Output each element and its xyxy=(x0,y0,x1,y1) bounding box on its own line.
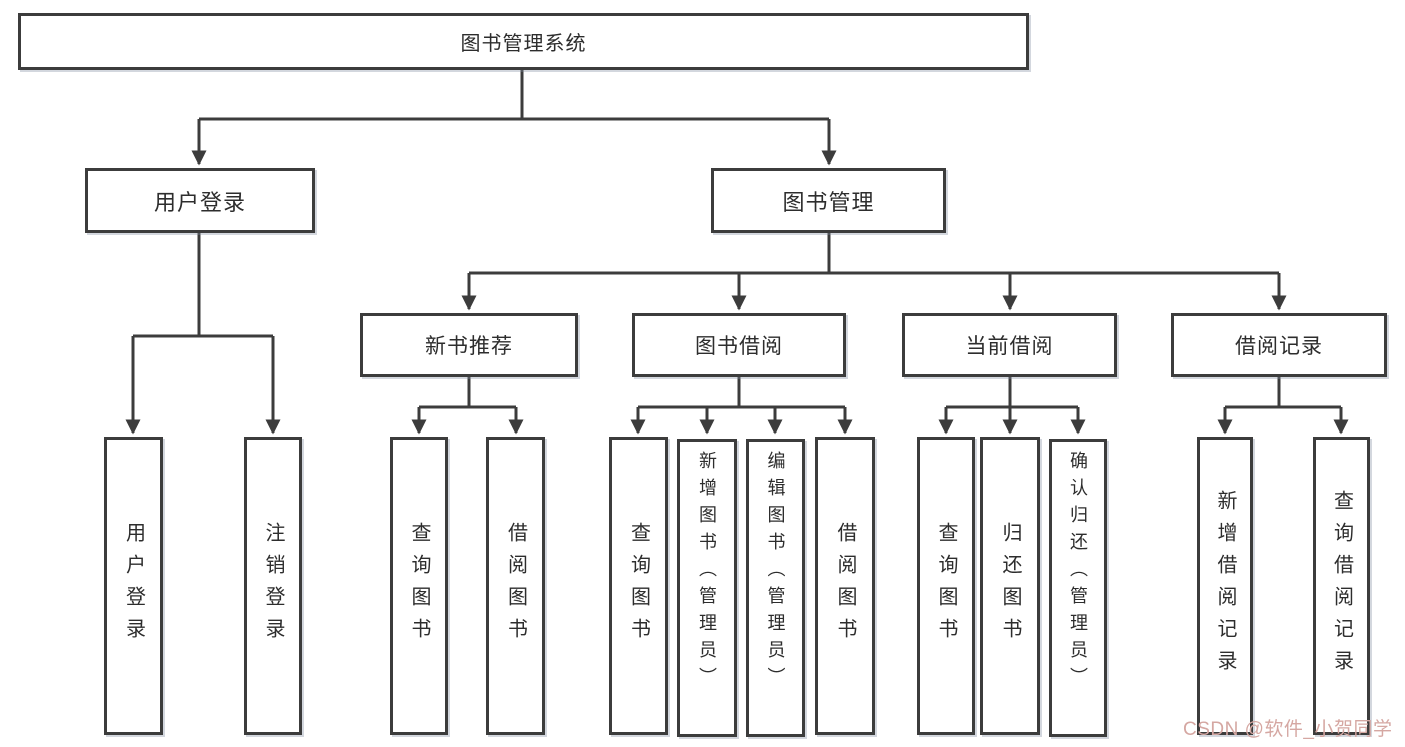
leaf-logout-label: 注销登录 xyxy=(262,522,284,650)
node-user-login-label: 用户登录 xyxy=(153,189,246,215)
connector-new-book xyxy=(411,377,524,435)
node-new-book-recommend: 新书推荐 xyxy=(360,313,578,377)
node-current-borrowing-label: 当前借阅 xyxy=(965,335,1054,358)
leaf-user-login-label: 用户登录 xyxy=(122,522,145,650)
leaf-newbook-borrow-books: 借阅图书 xyxy=(486,437,545,735)
leaf-record-query-borrow-record-label: 查询借阅记录 xyxy=(1330,490,1353,682)
connector-current-borrow xyxy=(938,377,1086,435)
connector-user-login xyxy=(125,233,281,435)
node-book-management: 图书管理 xyxy=(711,168,946,233)
leaf-newbook-query-books-label: 查询图书 xyxy=(408,522,430,650)
leaf-logout: 注销登录 xyxy=(244,437,302,735)
leaf-borrowing-edit-books-admin: 编辑图书（管理员） xyxy=(746,439,805,737)
leaf-current-return-books-label: 归还图书 xyxy=(999,522,1021,650)
leaf-current-confirm-return-admin: 确认归还（管理员） xyxy=(1049,439,1107,737)
leaf-current-query-books: 查询图书 xyxy=(917,437,975,735)
leaf-borrowing-query-books-label: 查询图书 xyxy=(627,522,650,650)
csdn-watermark: CSDN @软件_小贺同学 xyxy=(1183,719,1393,740)
leaf-record-add-borrow-record-label: 新增借阅记录 xyxy=(1214,490,1236,682)
node-user-login: 用户登录 xyxy=(85,168,315,233)
leaf-borrowing-query-books: 查询图书 xyxy=(609,437,668,735)
leaf-borrowing-add-books-admin-label: 新增图书（管理员） xyxy=(697,451,717,694)
leaf-record-query-borrow-record: 查询借阅记录 xyxy=(1313,437,1370,735)
connector-borrow-record xyxy=(1217,377,1349,435)
node-book-borrowing-label: 图书借阅 xyxy=(695,335,783,358)
connector-root xyxy=(191,70,837,166)
connector-book-mgmt xyxy=(461,233,1287,311)
node-root-system: 图书管理系统 xyxy=(18,13,1029,70)
leaf-borrowing-borrow-books: 借阅图书 xyxy=(815,437,875,735)
leaf-newbook-borrow-books-label: 借阅图书 xyxy=(504,522,527,650)
leaf-current-query-books-label: 查询图书 xyxy=(935,522,957,650)
leaf-record-add-borrow-record: 新增借阅记录 xyxy=(1197,437,1253,735)
leaf-newbook-query-books: 查询图书 xyxy=(390,437,448,735)
leaf-borrowing-edit-books-admin-label: 编辑图书（管理员） xyxy=(765,451,786,694)
connector-book-borrow xyxy=(630,377,853,435)
node-new-book-recommend-label: 新书推荐 xyxy=(425,335,513,358)
leaf-current-return-books: 归还图书 xyxy=(980,437,1040,735)
leaf-current-confirm-return-admin-label: 确认归还（管理员） xyxy=(1068,451,1088,694)
node-borrow-records: 借阅记录 xyxy=(1171,313,1387,377)
leaf-borrowing-add-books-admin: 新增图书（管理员） xyxy=(677,439,737,737)
node-borrow-records-label: 借阅记录 xyxy=(1235,335,1323,358)
leaf-user-login: 用户登录 xyxy=(104,437,163,735)
leaf-borrowing-borrow-books-label: 借阅图书 xyxy=(834,522,856,650)
node-current-borrowing: 当前借阅 xyxy=(902,313,1117,377)
node-book-borrowing: 图书借阅 xyxy=(632,313,846,377)
node-book-management-label: 图书管理 xyxy=(782,189,875,215)
node-root-label: 图书管理系统 xyxy=(460,33,587,55)
